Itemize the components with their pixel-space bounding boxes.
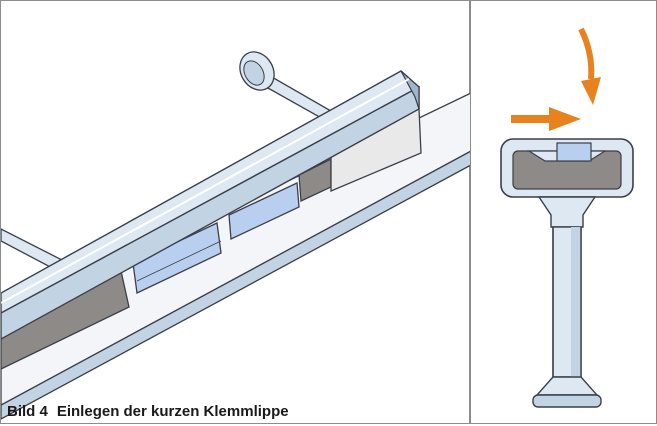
post-shaft-shade xyxy=(571,227,581,377)
rail-perspective-drawing xyxy=(1,51,471,420)
rod-head-inner xyxy=(243,60,265,86)
rail-cross-section-illustration xyxy=(470,0,657,424)
figure-caption: Bild 4 Einlegen der kurzen Klemmlippe xyxy=(7,403,289,420)
arrow-right-icon xyxy=(511,107,581,131)
rail-perspective-illustration: Bild 4 Einlegen der kurzen Klemmlippe xyxy=(0,0,471,424)
rail-end-cap xyxy=(400,70,420,110)
post-base xyxy=(535,376,599,396)
insert-detail xyxy=(136,240,222,282)
figure-number: Bild 4 xyxy=(7,403,48,420)
post-neck xyxy=(537,196,597,228)
figure-caption-text: Einlegen der kurzen Klemmlippe xyxy=(56,403,289,420)
post-foot xyxy=(532,394,602,408)
arrow-down-icon xyxy=(578,27,601,105)
clip-insert xyxy=(556,142,592,162)
cross-section-drawing xyxy=(500,27,634,408)
rail-highlight xyxy=(1,78,410,304)
insert-piece-2 xyxy=(228,182,300,240)
